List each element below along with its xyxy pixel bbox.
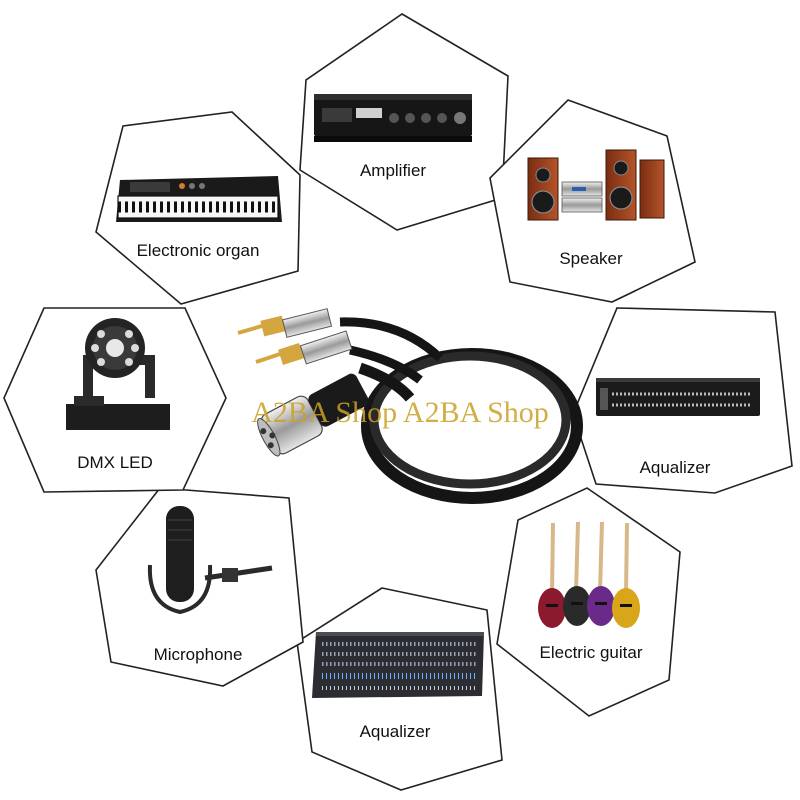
shop-watermark: A2BA Shop A2BA Shop — [251, 396, 549, 429]
tile-label: Aqualizer — [360, 722, 431, 741]
tile-dmx-led: DMX LED — [3, 307, 227, 493]
tile-label: Electronic organ — [137, 241, 260, 260]
mixing-console-icon — [312, 632, 484, 698]
tile-microphone: Microphone — [95, 487, 304, 687]
tile-speaker: Speaker — [489, 99, 696, 303]
tile-label: Aqualizer — [640, 458, 711, 477]
keyboard-synth-icon — [116, 176, 282, 222]
tile-label: DMX LED — [77, 453, 153, 472]
tile-label: Microphone — [154, 645, 243, 664]
speaker-icon — [527, 149, 665, 221]
tile-mixer: Aqualizer — [296, 587, 503, 791]
hex-frame — [3, 307, 227, 493]
tile-label: Speaker — [559, 249, 623, 268]
electric-guitar-icon — [538, 521, 640, 628]
microphone-icon — [147, 506, 273, 615]
amplifier-icon — [314, 94, 472, 142]
moving-head-light-icon — [66, 318, 170, 430]
tile-electric-guitar: Electric guitar — [496, 487, 681, 717]
tile-label: Amplifier — [360, 161, 426, 180]
tile-label: Electric guitar — [540, 643, 643, 662]
tile-electronic-organ: Electronic organ — [95, 111, 301, 305]
equalizer-rack-icon — [596, 378, 760, 416]
hex-frame — [95, 487, 304, 687]
tile-equalizer-rack: Aqualizer — [572, 307, 793, 494]
tile-amplifier: Amplifier — [299, 13, 509, 231]
xlr-to-dual-rca-cable-icon — [237, 308, 583, 504]
